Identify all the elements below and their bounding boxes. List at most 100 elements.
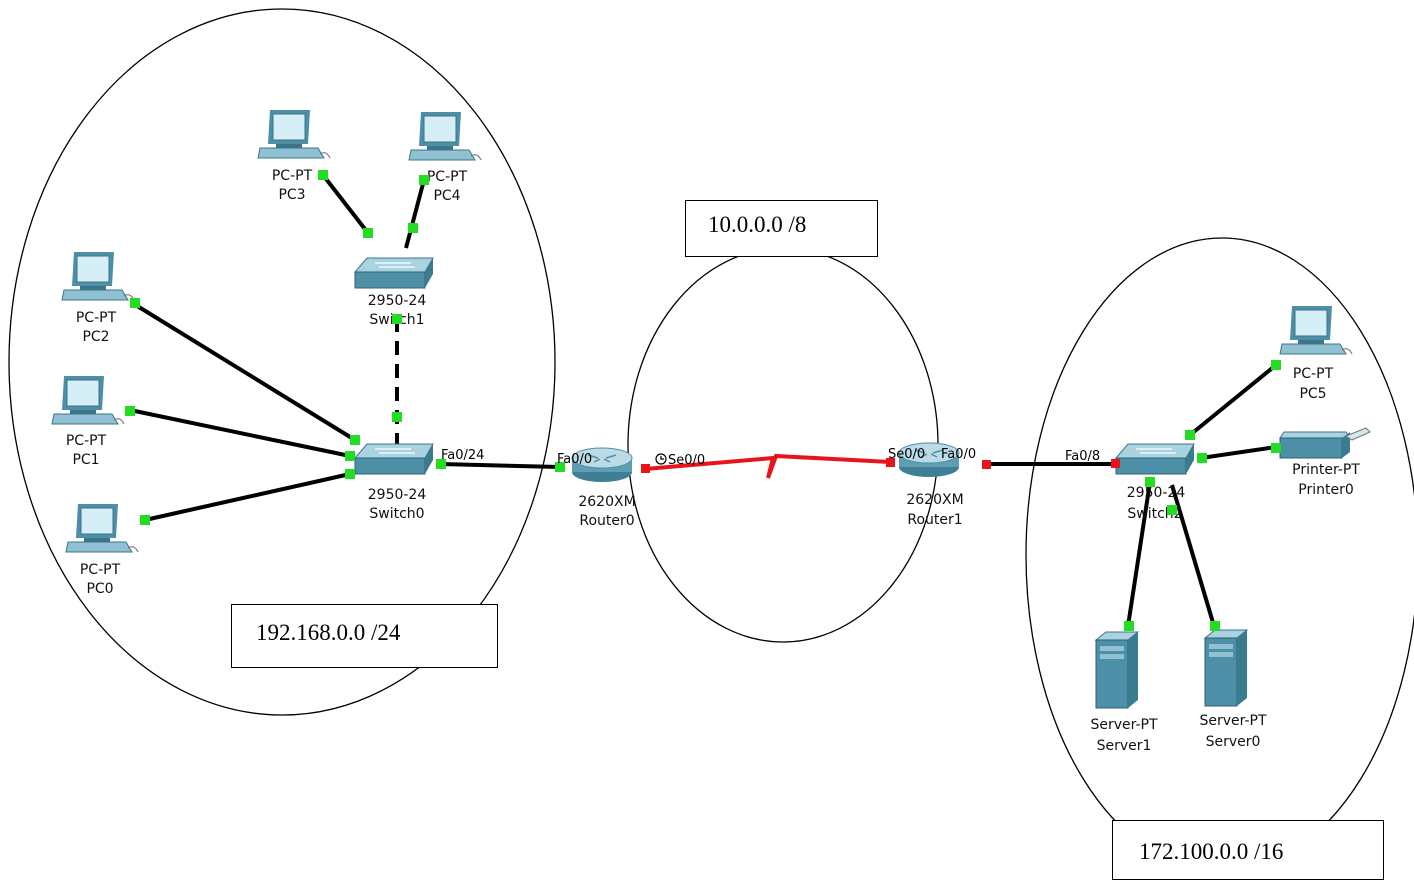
port-dot	[345, 469, 355, 479]
network-label-lan2: 172.100.0.0 /16	[1112, 820, 1384, 880]
port-dot	[555, 462, 565, 472]
port-dot	[1124, 621, 1134, 631]
pc-icon	[51, 375, 125, 425]
device-name: Router0	[579, 513, 634, 529]
device-type: PC-PT	[80, 562, 121, 578]
clock-icon	[655, 453, 667, 465]
port-dots	[125, 170, 1281, 631]
link-switch2-pc5	[1188, 363, 1278, 437]
pc-icon	[408, 111, 482, 161]
port-label-switch2-fa08: Fa0/8	[1065, 449, 1100, 464]
port-dot	[350, 435, 360, 445]
device-type: 2950-24	[368, 293, 427, 309]
port-label-router0-fa00: Fa0/0	[557, 452, 592, 467]
device-switch0[interactable]: 2950-24 Switch0	[354, 443, 434, 522]
port-dot	[130, 298, 140, 308]
server-icon	[1204, 629, 1248, 707]
port-dot	[408, 223, 418, 233]
switch-icon	[354, 443, 434, 475]
port-dot	[1210, 621, 1220, 631]
pc-icon	[61, 251, 135, 301]
device-type: PC-PT	[1293, 366, 1334, 382]
port-dot	[345, 451, 355, 461]
links	[129, 173, 1278, 627]
network-label-text: 10.0.0.0 /8	[708, 212, 807, 237]
device-name: Server1	[1097, 738, 1152, 754]
device-name: Switch0	[369, 506, 424, 522]
device-type: 2620XM	[906, 492, 963, 508]
device-pc3[interactable]: PC-PT PC3	[257, 109, 331, 203]
device-printer0[interactable]: Printer-PT Printer0	[1279, 427, 1371, 498]
link-pc4-switch1	[404, 179, 426, 249]
port-label-router1-se00: Se0/0	[888, 447, 925, 462]
device-name: Printer0	[1298, 482, 1353, 498]
switch-icon	[354, 257, 434, 289]
device-router0[interactable]: 2620XM Router0	[571, 447, 636, 529]
port-dot	[641, 464, 650, 473]
device-type: 2950-24	[368, 487, 427, 503]
device-name: PC5	[1299, 386, 1326, 402]
port-label-router0-se00: Se0/0	[668, 453, 705, 468]
device-name: PC4	[433, 188, 460, 204]
device-type: Server-PT	[1199, 713, 1267, 729]
port-label-switch0-fa024: Fa0/24	[441, 448, 484, 463]
port-dot	[1145, 477, 1155, 487]
device-server1[interactable]: Server-PT Server1	[1090, 631, 1158, 754]
device-type: Server-PT	[1090, 717, 1158, 733]
link-pc3-switch1	[321, 173, 370, 235]
device-type: 2950-24	[1127, 485, 1186, 501]
device-name: Server0	[1206, 734, 1261, 750]
port-dot	[392, 314, 402, 324]
port-dot	[318, 170, 328, 180]
device-pc2[interactable]: PC-PT PC2	[61, 251, 135, 345]
device-name: PC2	[82, 329, 109, 345]
device-name: PC3	[278, 187, 305, 203]
port-dot	[1271, 443, 1281, 453]
link-pc2-switch0	[132, 302, 357, 442]
device-router1[interactable]: 2620XM Router1	[898, 442, 964, 528]
port-dot	[140, 515, 150, 525]
link-switch2-printer0	[1200, 445, 1277, 460]
link-switch2-server1	[1126, 481, 1152, 627]
device-name: Router1	[907, 512, 962, 528]
port-dot	[363, 228, 373, 238]
link-switch0-router0	[439, 462, 561, 469]
port-dot	[125, 406, 135, 416]
link-router0-router1-serial	[644, 453, 891, 479]
port-dot	[886, 458, 895, 467]
printer-icon	[1279, 427, 1371, 459]
link-pc0-switch0	[144, 472, 351, 522]
device-pc5[interactable]: PC-PT PC5	[1279, 305, 1353, 402]
device-pc4[interactable]: PC-PT PC4	[408, 111, 482, 204]
port-dot	[982, 460, 991, 469]
port-label-router1-fa00: Fa0/0	[941, 447, 976, 462]
port-dot	[1111, 459, 1120, 468]
network-label-lan1: 192.168.0.0 /24	[231, 604, 498, 668]
link-pc1-switch0	[129, 408, 351, 458]
device-type: 2620XM	[578, 494, 635, 510]
pc-icon	[65, 503, 139, 553]
link-switch2-server0	[1170, 484, 1216, 627]
server-icon	[1095, 631, 1139, 709]
port-dot	[1271, 360, 1281, 370]
device-type: PC-PT	[66, 433, 107, 449]
pc-icon	[257, 109, 331, 159]
port-dot	[1185, 430, 1195, 440]
device-type: Printer-PT	[1292, 462, 1360, 478]
device-name: PC1	[72, 452, 99, 468]
port-dot	[419, 175, 429, 185]
device-type: PC-PT	[76, 310, 117, 326]
network-ellipse-wan	[627, 247, 939, 643]
port-dot	[1197, 453, 1207, 463]
device-type: PC-PT	[427, 169, 468, 185]
switch-icon	[1115, 443, 1195, 475]
device-type: PC-PT	[272, 168, 313, 184]
port-dot	[1167, 505, 1177, 515]
device-pc1[interactable]: PC-PT PC1	[51, 375, 125, 468]
device-server0[interactable]: Server-PT Server0	[1199, 629, 1267, 750]
network-label-text: 172.100.0.0 /16	[1139, 839, 1284, 864]
network-ellipse-lan2	[1025, 237, 1414, 873]
network-label-wan: 10.0.0.0 /8	[685, 200, 878, 257]
network-ellipse-lan1	[8, 8, 556, 716]
device-pc0[interactable]: PC-PT PC0	[65, 503, 139, 597]
